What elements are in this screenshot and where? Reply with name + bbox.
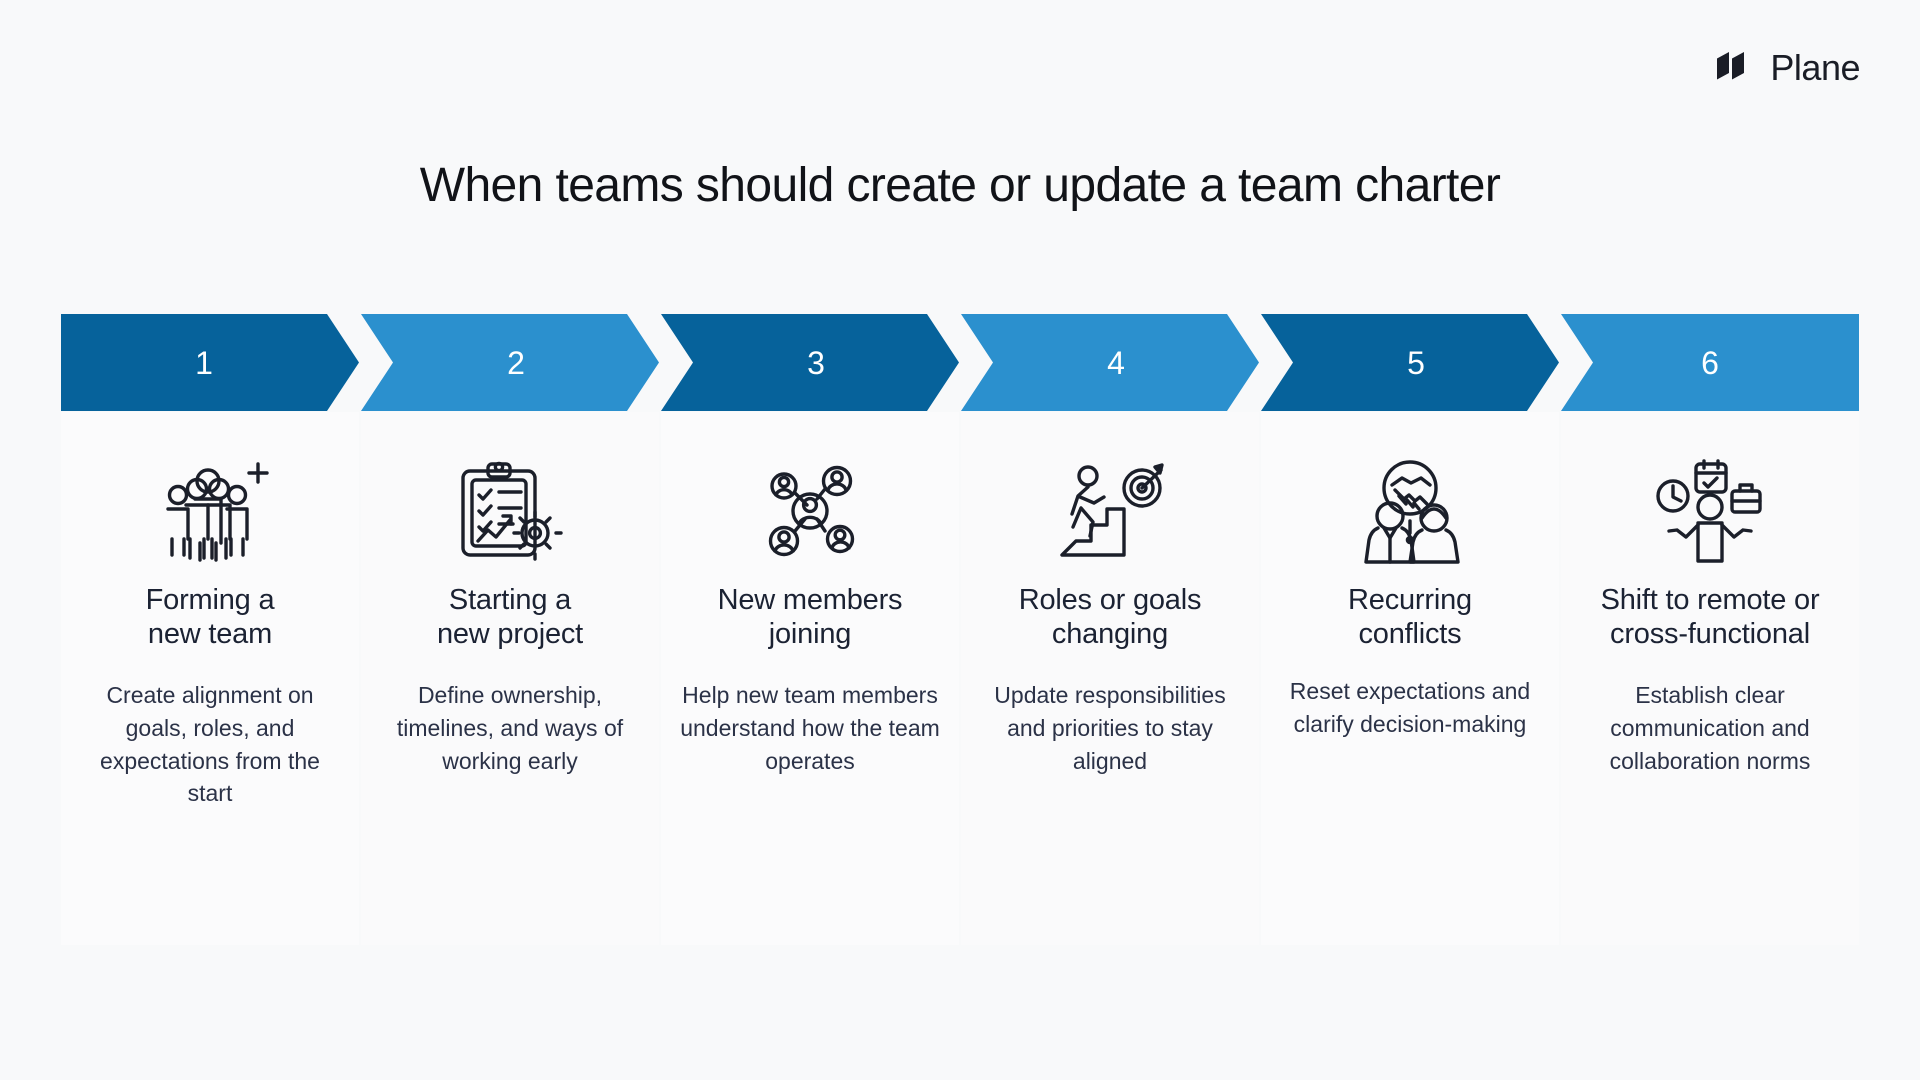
step-chevron-4[interactable]: 4 — [961, 314, 1259, 411]
handshake-two-people-icon — [1354, 452, 1466, 570]
step-chevron-5[interactable]: 5 — [1261, 314, 1559, 411]
step-card-description: Help new team members understand how the… — [680, 682, 940, 774]
plane-logo-icon — [1716, 51, 1758, 86]
step-chevron-3[interactable]: 3 — [661, 314, 959, 411]
clipboard-checklist-gear-icon — [455, 452, 565, 570]
person-juggling-clock-calendar-briefcase-icon — [1654, 452, 1766, 570]
team-group-add-icon — [151, 452, 269, 570]
step-number: 6 — [1701, 344, 1719, 381]
people-network-icon — [755, 452, 865, 570]
brand-logo: Plane — [1716, 50, 1860, 86]
page-title: When teams should create or update a tea… — [419, 159, 1501, 212]
step-chevron-1[interactable]: 1 — [61, 314, 359, 411]
step-number: 5 — [1407, 344, 1425, 381]
step-card-description: Define ownership, timelines, and ways of… — [396, 682, 624, 774]
step-number: 1 — [195, 344, 213, 381]
step-chevron-2[interactable]: 2 — [361, 314, 659, 411]
step-number: 3 — [807, 344, 825, 381]
step-chevron-band: 1 2 3 4 5 6 — [61, 314, 1859, 411]
step-card-description: Update responsibilities and priorities t… — [994, 682, 1226, 774]
step-number: 2 — [507, 344, 525, 381]
step-chevron-6[interactable]: 6 — [1561, 314, 1859, 411]
step-card-description: Establish clear communication and collab… — [1609, 682, 1811, 774]
person-stairs-target-icon — [1054, 452, 1166, 570]
brand-name: Plane — [1770, 47, 1860, 88]
step-number: 4 — [1107, 344, 1125, 381]
step-card-description: Create alignment on goals, roles, and ex… — [100, 682, 320, 807]
step-card-description: Reset expectations and clarify decision-… — [1289, 678, 1531, 737]
